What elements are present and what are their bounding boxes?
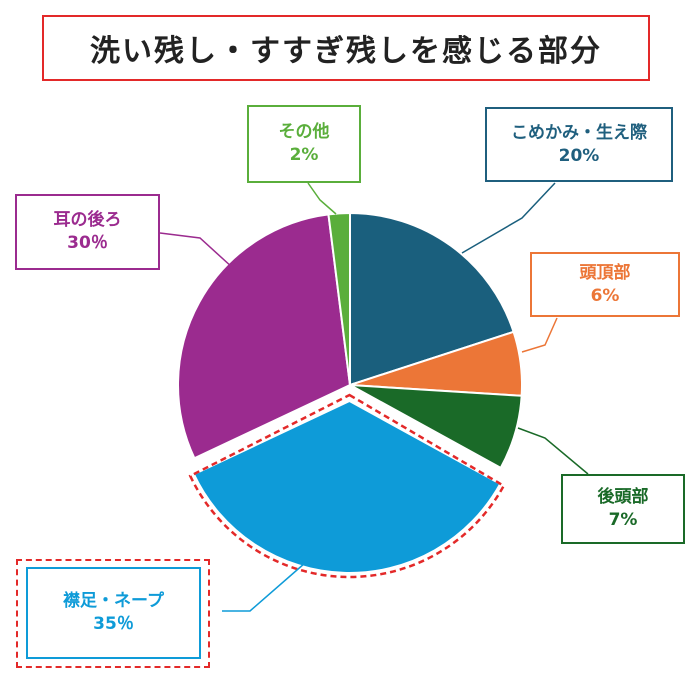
label-crown-name: 頭頂部 — [579, 262, 631, 283]
slice-behind-ear — [177, 213, 352, 460]
leader-nape — [222, 562, 306, 612]
chart-title: 洗い残し・すすぎ残しを感じる部分 — [42, 15, 650, 81]
slice-nape — [192, 399, 502, 574]
label-nape-value: 35％ — [93, 614, 134, 634]
label-other: その他 2% — [247, 105, 361, 183]
label-other-name: その他 — [278, 122, 330, 143]
slice-temple-hairline — [349, 211, 515, 387]
slice-nape-highlight — [188, 393, 506, 579]
label-crown-value: 6% — [590, 285, 620, 306]
label-nape: 襟足・ネープ 35％ — [26, 567, 201, 659]
label-ear-value: 30％ — [67, 233, 108, 253]
nape-label-highlight — [16, 559, 210, 668]
slice-other — [327, 211, 351, 386]
leader-ear — [159, 232, 234, 269]
label-back-value: 7% — [608, 510, 638, 530]
leader-back — [517, 427, 589, 475]
leader-crown — [521, 317, 558, 353]
leader-temple — [461, 182, 556, 254]
label-back-of-head: 後頭部 7% — [561, 474, 685, 544]
label-crown: 頭頂部 6% — [530, 252, 680, 317]
label-other-value: 2% — [289, 145, 319, 165]
label-behind-ear: 耳の後ろ 30％ — [15, 194, 160, 270]
label-back-name: 後頭部 — [597, 487, 649, 508]
slice-back-of-head — [349, 384, 523, 470]
leader-other — [307, 182, 337, 215]
label-temple-value: 20% — [558, 145, 600, 166]
label-ear-name: 耳の後ろ — [53, 210, 122, 231]
label-temple-name: こめかみ・生え際 — [511, 122, 647, 143]
label-nape-name: 襟足・ネープ — [63, 591, 164, 612]
label-temple-hairline: こめかみ・生え際 20% — [485, 107, 673, 182]
